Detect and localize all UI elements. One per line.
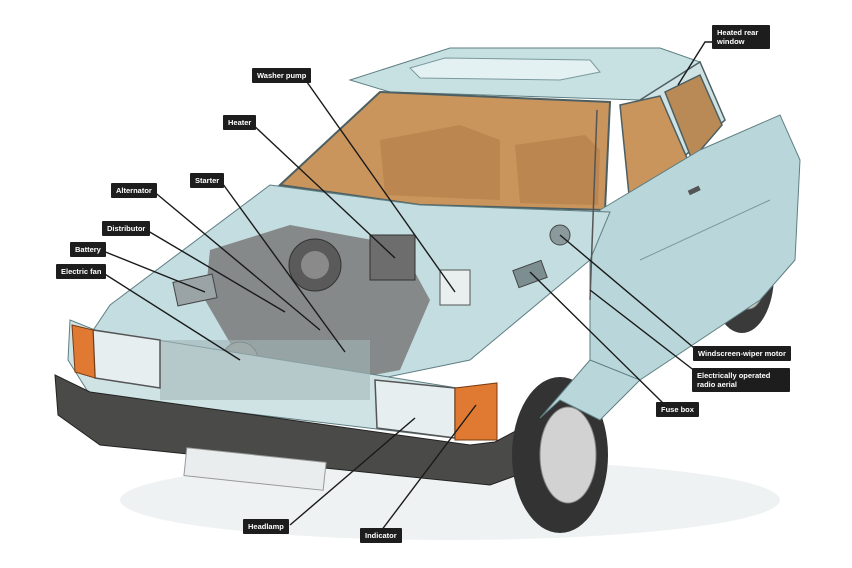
leader-washer-pump [301, 74, 456, 293]
leader-alternator [151, 189, 321, 331]
sunroof [409, 57, 601, 81]
leader-starter [219, 179, 346, 353]
label-distributor: Distributor [102, 221, 151, 236]
leader-fuse-box [529, 271, 666, 406]
front-seat-right [515, 135, 600, 205]
front-wing [539, 359, 641, 421]
label-starter: Starter [190, 173, 225, 188]
label-alternator: Alternator [111, 183, 157, 198]
leader-battery [97, 248, 206, 293]
label-heated-rear-window: Heated rear window [712, 25, 770, 49]
grille [160, 340, 370, 400]
leader-electric-fan [99, 270, 241, 361]
indicator-left [71, 324, 96, 379]
label-headlamp: Headlamp [243, 519, 289, 534]
radio-aerial-rod [589, 109, 598, 301]
washer-reservoir [439, 269, 471, 306]
label-indicator: Indicator [360, 528, 402, 543]
headlamp-right [374, 379, 456, 439]
door-handle [687, 185, 701, 196]
leader-headlamp [289, 417, 416, 526]
front-seat-left [380, 125, 500, 200]
leader-radio-aerial [589, 289, 701, 376]
fuse-box-part [512, 259, 548, 289]
leader-lines [97, 41, 735, 536]
car-body-side [589, 114, 801, 422]
label-battery: Battery [70, 242, 106, 257]
indicator-right [454, 382, 498, 441]
leader-heater [249, 121, 396, 259]
label-radio-aerial: Electrically operated radio aerial [692, 368, 790, 392]
label-heater: Heater [223, 115, 257, 130]
leader-distributor [142, 227, 286, 313]
leader-indicator [377, 404, 477, 536]
headlamp-left [92, 329, 161, 389]
battery-part [172, 273, 218, 307]
number-plate [183, 447, 327, 491]
label-electric-fan: Electric fan [56, 264, 107, 279]
label-windscreen-wiper-motor: Windscreen-wiper motor [693, 346, 791, 361]
leader-wiper-motor [559, 234, 701, 354]
label-washer-pump: Washer pump [252, 68, 312, 83]
side-window-rear [664, 73, 723, 162]
front-wheel-hub [539, 406, 597, 504]
label-fuse-box: Fuse box [656, 402, 699, 417]
